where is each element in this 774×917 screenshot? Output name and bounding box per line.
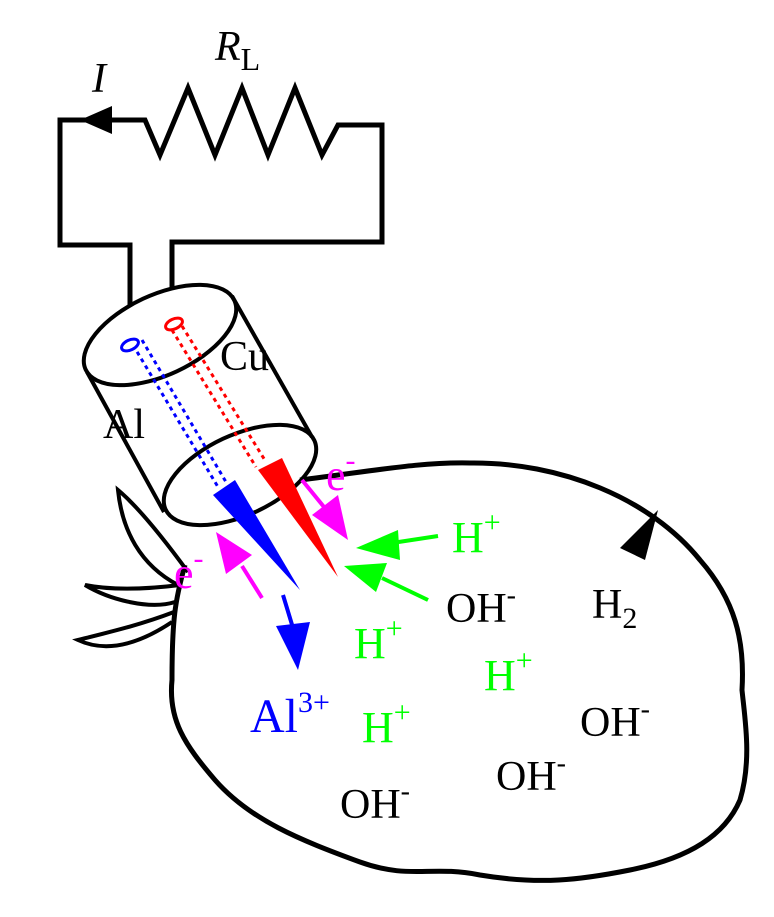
aluminum-electrode-tip [213, 480, 300, 590]
aluminum-ion-label: Al3+ [250, 686, 330, 743]
hydroxide-label-3: OH- [496, 748, 566, 800]
proton-label-1: H+ [452, 506, 501, 562]
proton-label-3: H+ [484, 644, 533, 700]
electron-label-left: e- [174, 542, 204, 598]
potato-outline [168, 460, 750, 883]
current-label: I [91, 56, 108, 102]
proton-arrow-lower-shaft [381, 576, 429, 602]
copper-electrode-wire-b [180, 325, 268, 463]
hydrogen-flow-arrow [620, 510, 658, 560]
hydroxide-label-4: OH- [340, 776, 410, 828]
aluminum-electrode-wire-b [140, 339, 228, 483]
hydroxide-label-1: OH- [446, 580, 516, 632]
probe-cylinder [81, 282, 319, 528]
proton-label-2: H+ [354, 612, 403, 668]
proton-arrow-upper-head [356, 530, 400, 560]
stem-leaf-1 [115, 485, 190, 587]
aluminum-ion-arrow-shaft [281, 594, 295, 629]
copper-label: Cu [220, 334, 269, 380]
hydroxide-label-2: OH- [580, 694, 650, 746]
copper-electrode-wire-a [170, 329, 258, 468]
stem-leaf-2 [83, 583, 181, 607]
aluminum-ion-arrow-head [276, 622, 310, 670]
circuit-wire-left [57, 81, 385, 330]
hydrogen-gas-label: H2 [592, 582, 637, 635]
proton-label-4: H+ [362, 696, 411, 752]
electron-arrow-right-shaft [300, 478, 326, 509]
current-arrow [80, 106, 112, 134]
electron-arrow-left-head [216, 532, 252, 574]
copper-electrode-tip [258, 458, 338, 577]
electron-arrow-right-head [312, 495, 348, 540]
aluminum-terminal [120, 337, 140, 353]
electron-label-right: e- [326, 444, 356, 500]
electron-arrow-left-shaft [240, 564, 264, 600]
aluminum-label: Al [103, 402, 145, 448]
resistor-label: RL [214, 24, 260, 77]
proton-arrow-lower-head [344, 563, 387, 592]
copper-terminal [164, 316, 184, 332]
stem-leaf-3 [72, 610, 175, 649]
aluminum-electrode-wire-a [131, 344, 220, 488]
proton-arrow-upper-shaft [391, 534, 439, 545]
